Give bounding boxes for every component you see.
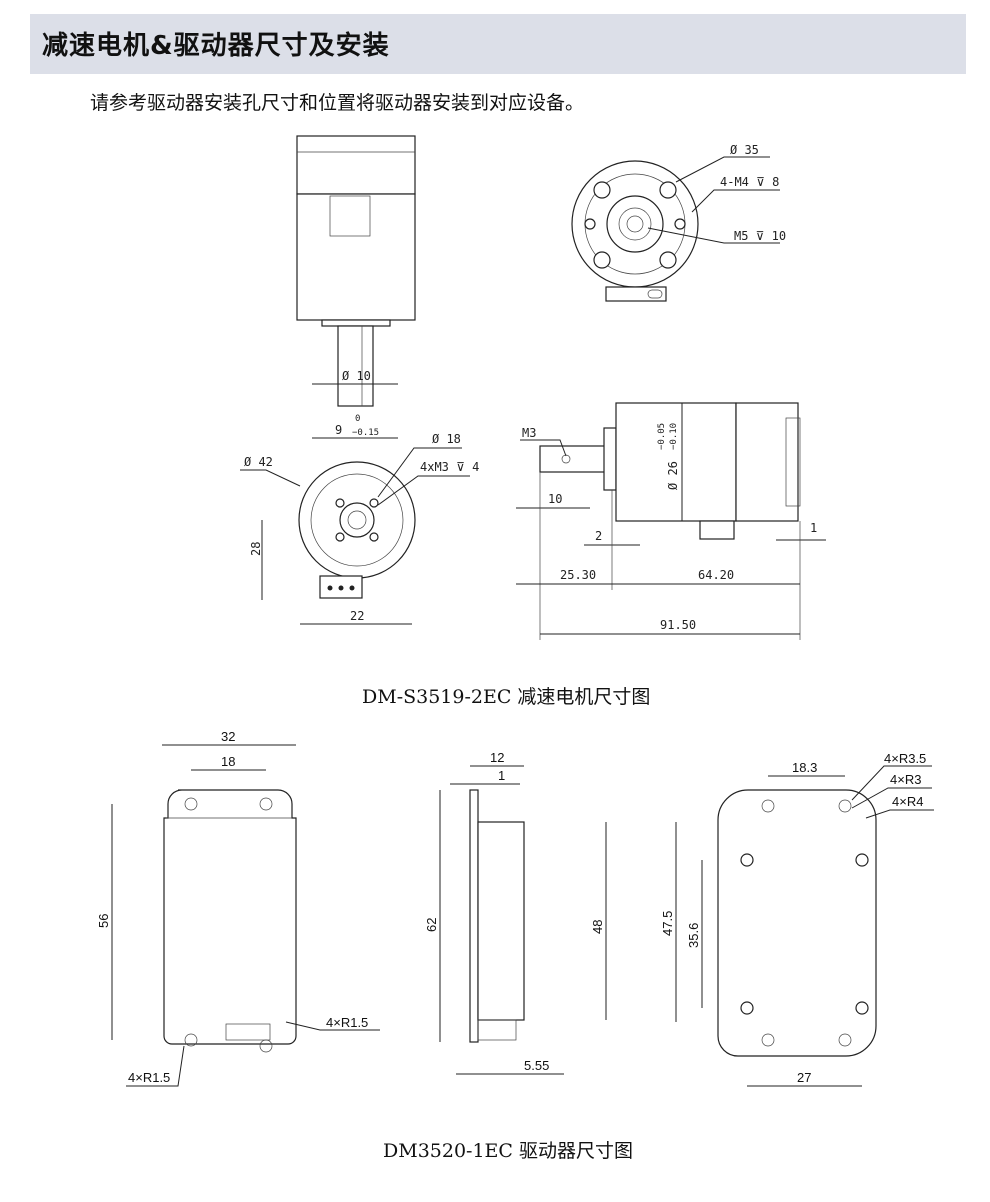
w555-label: 5.55 [524, 1058, 549, 1073]
h62-label: 62 [424, 918, 439, 932]
tol26-upper-label: −0.05 [657, 423, 667, 450]
w32-label: 32 [221, 729, 235, 744]
tol26-lower-label: −0.10 [669, 423, 679, 450]
w2530-label: 25.30 [560, 568, 596, 582]
motor-end-view [571, 160, 699, 302]
m5-label: M5 ⊽ 10 [734, 229, 786, 243]
motor-figure-caption: DM-S3519-2EC 减速电机尺寸图 [362, 686, 651, 708]
motor-side-view [296, 135, 416, 407]
d42-label: Ø 42 [244, 455, 273, 469]
tol-upper-label: 0 [355, 414, 360, 424]
r15a-label: 4×R1.5 [326, 1015, 368, 1030]
one-label: 1 [810, 521, 817, 535]
h28-label: 28 [249, 542, 263, 556]
intro-text: 请参考驱动器安装孔尺寸和位置将驱动器安装到对应设备。 [90, 92, 585, 114]
w22-label: 22 [350, 609, 364, 623]
driver-figure-caption: DM3520-1EC 驱动器尺寸图 [383, 1140, 633, 1162]
m4-label: 4-M4 ⊽ 8 [720, 175, 779, 189]
r35-label: 4×R3.5 [884, 751, 926, 766]
nine-label: 9 [335, 423, 342, 437]
d26-label: Ø 26 [666, 461, 680, 490]
w183-label: 18.3 [792, 760, 817, 775]
driver-front-view [163, 789, 297, 1053]
ten-label: 10 [548, 492, 562, 506]
two-label: 2 [595, 529, 602, 543]
m3x4-label: 4xM3 ⊽ 4 [420, 460, 479, 474]
w12-label: 12 [490, 750, 504, 765]
m3-label: M3 [522, 426, 536, 440]
driver-side-view [469, 789, 525, 1043]
section-title: 减速电机&驱动器尺寸及安装 [42, 31, 390, 61]
tol-lower-label: −0.15 [352, 428, 379, 438]
motor-gear-side-view [539, 402, 801, 540]
h56-label: 56 [96, 914, 111, 928]
w6420-label: 64.20 [698, 568, 734, 582]
section-header: 减速电机&驱动器尺寸及安装 [30, 14, 966, 74]
d35-label: Ø 35 [730, 143, 759, 157]
motor-front-view [298, 461, 416, 599]
w1-label: 1 [498, 768, 505, 783]
h48-label: 48 [590, 920, 605, 934]
r4-label: 4×R4 [892, 794, 923, 809]
d10-label: Ø 10 [342, 369, 371, 383]
w18-label: 18 [221, 754, 235, 769]
d18-label: Ø 18 [432, 432, 461, 446]
driver-back-view [717, 789, 877, 1057]
r3-label: 4×R3 [890, 772, 921, 787]
w9150-label: 91.50 [660, 618, 696, 632]
h356-label: 35.6 [686, 923, 701, 948]
h475-label: 47.5 [660, 911, 675, 936]
w27-label: 27 [797, 1070, 811, 1085]
r15b-label: 4×R1.5 [128, 1070, 170, 1085]
